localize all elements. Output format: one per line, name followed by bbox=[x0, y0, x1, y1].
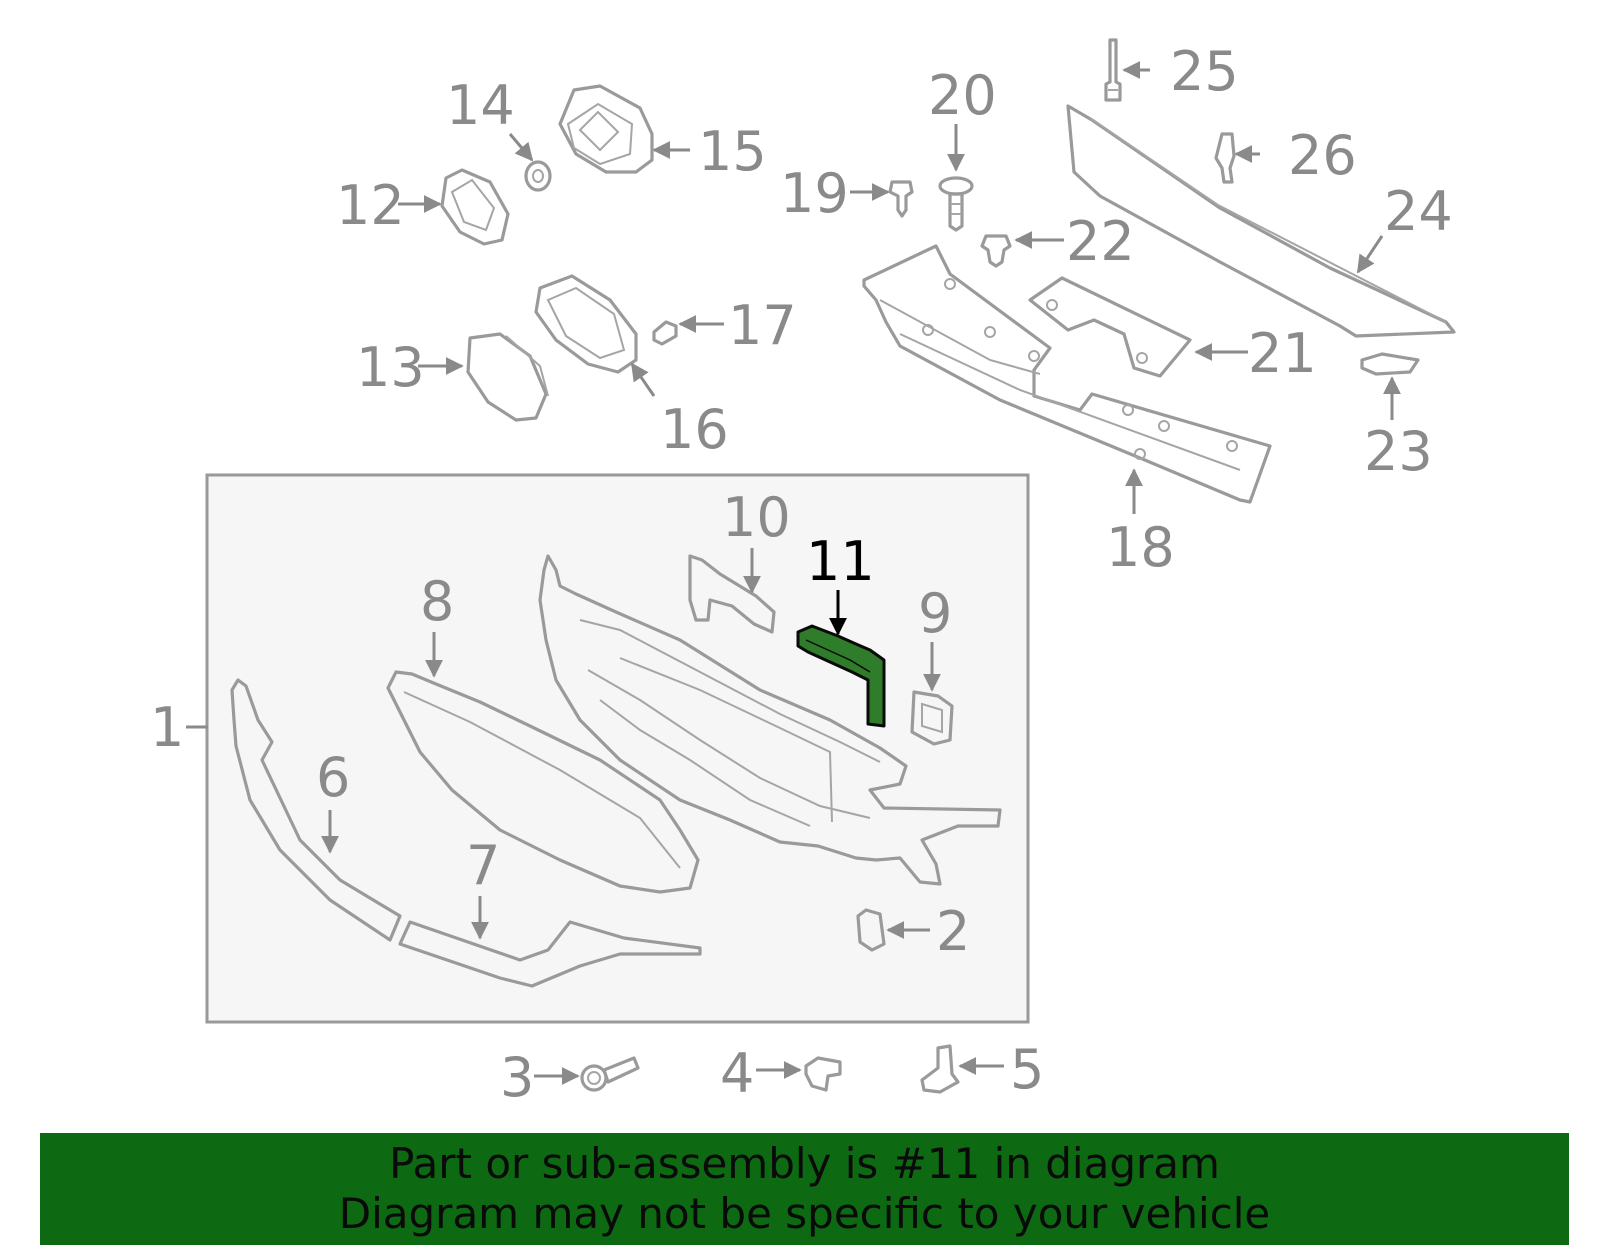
callout-13: 13 bbox=[356, 336, 425, 399]
part-17-clip[interactable] bbox=[652, 320, 678, 346]
callout-11: 11 bbox=[806, 530, 875, 593]
callout-23: 23 bbox=[1364, 420, 1433, 483]
part-22-clip[interactable] bbox=[980, 234, 1012, 268]
banner-line-2: Diagram may not be specific to your vehi… bbox=[338, 1189, 1271, 1238]
callout-arrows bbox=[186, 61, 1401, 1085]
callout-7: 7 bbox=[466, 834, 500, 897]
part-26-clip[interactable] bbox=[1214, 132, 1236, 184]
callout-22: 22 bbox=[1066, 210, 1135, 273]
part-7-molding[interactable] bbox=[398, 920, 702, 988]
part-20-bolt[interactable] bbox=[938, 176, 974, 232]
callout-10: 10 bbox=[722, 486, 791, 549]
callout-26: 26 bbox=[1288, 124, 1357, 187]
part-11-bracket-highlighted[interactable] bbox=[796, 624, 886, 728]
part-23-bracket[interactable] bbox=[1360, 352, 1420, 376]
callout-14: 14 bbox=[446, 74, 515, 137]
part-4-clip[interactable] bbox=[804, 1056, 842, 1092]
callout-12: 12 bbox=[336, 174, 405, 237]
part-10-bracket[interactable] bbox=[688, 554, 776, 634]
callout-17: 17 bbox=[728, 294, 797, 357]
part-19-clip[interactable] bbox=[888, 180, 914, 218]
callout-24: 24 bbox=[1384, 180, 1453, 243]
part-grille-frame[interactable] bbox=[538, 554, 1002, 886]
part-3-bolt[interactable] bbox=[580, 1056, 640, 1092]
callout-20: 20 bbox=[928, 64, 997, 127]
part-9-clip[interactable] bbox=[910, 690, 954, 746]
part-5-clip[interactable] bbox=[920, 1044, 960, 1094]
callout-5: 5 bbox=[1010, 1038, 1044, 1101]
callout-9: 9 bbox=[918, 582, 952, 645]
part-2-clip[interactable] bbox=[856, 908, 886, 952]
part-18-support-panel[interactable] bbox=[862, 244, 1272, 504]
callout-8: 8 bbox=[420, 570, 454, 633]
part-6-molding[interactable] bbox=[230, 678, 402, 942]
part-15-emblem[interactable] bbox=[558, 84, 654, 174]
banner-line-1: Part or sub-assembly is #11 in diagram bbox=[389, 1139, 1220, 1188]
part-25-bolt[interactable] bbox=[1104, 38, 1122, 102]
part-24-upper-shield[interactable] bbox=[1066, 104, 1456, 338]
callout-21: 21 bbox=[1248, 322, 1317, 385]
callout-16: 16 bbox=[660, 398, 729, 461]
callout-labels: 1 2 3 4 5 6 7 8 9 10 11 12 13 14 15 16 1… bbox=[150, 40, 1453, 1109]
part-12-emblem[interactable] bbox=[440, 168, 510, 246]
callout-4: 4 bbox=[720, 1042, 754, 1105]
callout-2: 2 bbox=[936, 900, 970, 963]
callout-18: 18 bbox=[1106, 516, 1175, 579]
info-banner: Part or sub-assembly is #11 in diagram D… bbox=[40, 1133, 1569, 1245]
part-21-bracket[interactable] bbox=[1028, 276, 1192, 378]
callout-6: 6 bbox=[316, 746, 350, 809]
callout-1: 1 bbox=[150, 696, 184, 759]
callout-19: 19 bbox=[780, 162, 849, 225]
callout-15: 15 bbox=[698, 120, 767, 183]
callout-25: 25 bbox=[1170, 40, 1239, 103]
part-16-emblem-frame[interactable] bbox=[534, 274, 638, 374]
part-8-mesh-grille[interactable] bbox=[386, 670, 700, 894]
callout-3: 3 bbox=[500, 1046, 534, 1109]
part-14-nut[interactable] bbox=[524, 160, 552, 192]
part-13-cover[interactable] bbox=[466, 332, 549, 422]
